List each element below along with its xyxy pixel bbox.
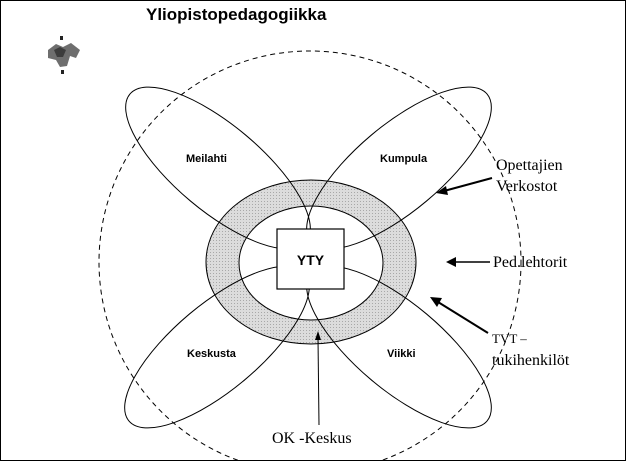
arrow-tvt <box>430 297 489 334</box>
center-label: YTY <box>297 252 325 268</box>
label-tvt-line2: tukihenkilöt <box>492 352 570 369</box>
arrow-ok <box>315 331 321 426</box>
campus-label-keskusta: Keskusta <box>187 348 237 360</box>
arrow-ped <box>446 257 490 267</box>
center-box <box>276 228 345 290</box>
label-ok-keskus: OK -Keskus <box>272 430 352 447</box>
label-opettajien-line2: Verkostot <box>496 178 558 195</box>
campus-label-viikki: Viikki <box>387 348 416 360</box>
label-ped: Ped.lehtorit <box>493 254 568 271</box>
label-tvt-line1: TVT – <box>492 331 527 346</box>
campus-label-kumpula: Kumpula <box>380 153 428 165</box>
campus-label-meilahti: Meilahti <box>186 153 227 165</box>
slide-title: Yliopistopedagogiikka <box>146 5 327 24</box>
outer-dashed-circle <box>98 50 522 461</box>
label-opettajien-line1: Opettajien <box>496 157 563 174</box>
university-logo-icon <box>48 36 80 74</box>
arrow-opettajien <box>436 177 493 195</box>
